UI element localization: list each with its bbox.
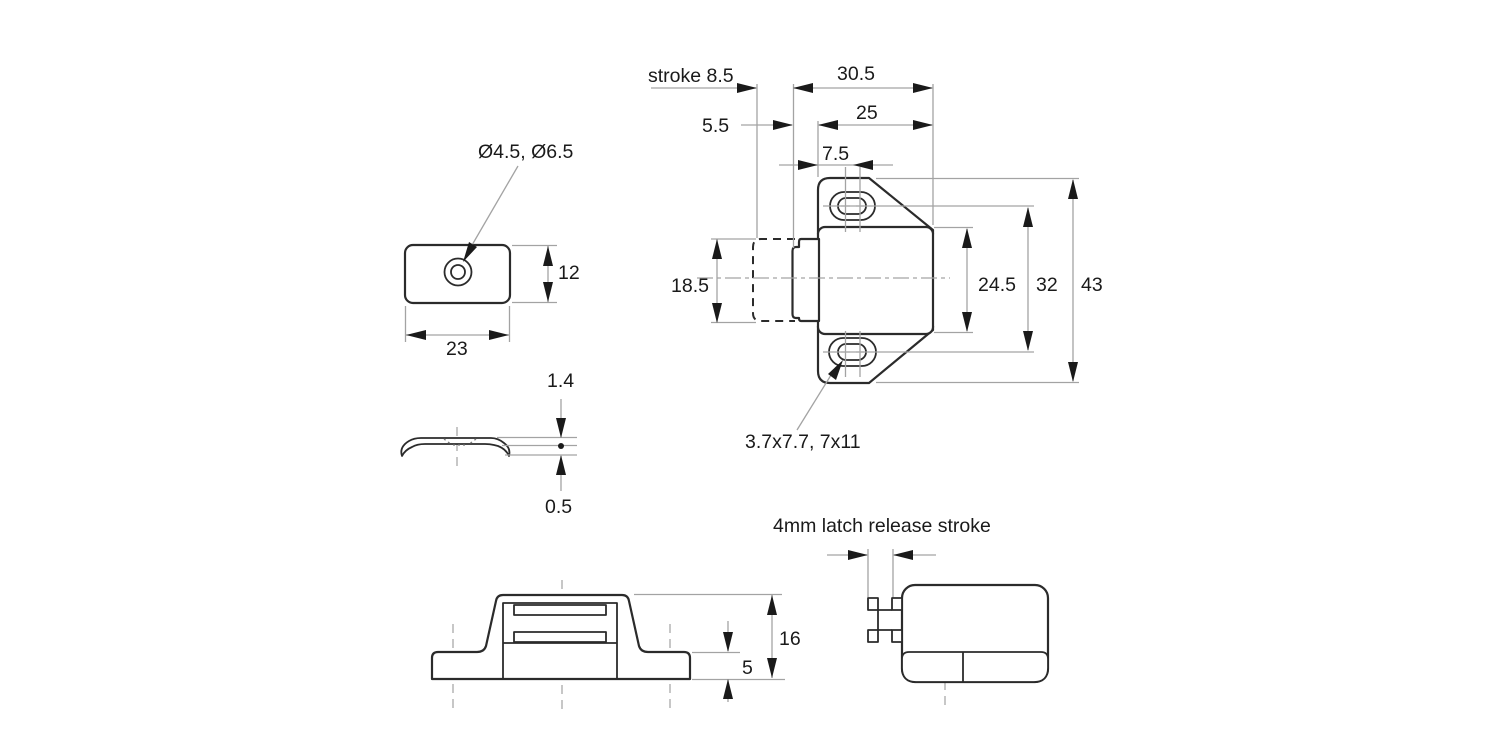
release-arrow-right — [848, 550, 868, 560]
dim-label-thickness: 1.4 — [547, 370, 574, 392]
dim-7-5-arrow-left — [853, 160, 873, 170]
dim-label-body-depth: 25 — [856, 102, 878, 124]
plate-side-view: 1.4 0.5 — [400, 370, 577, 518]
latch-side-view: 5 16 — [430, 580, 801, 712]
dim-12-arrow-up — [543, 246, 553, 266]
dim-label-plate-width: 23 — [446, 338, 468, 360]
side-inner-housing — [502, 602, 618, 679]
plunger-tooth-top-right — [891, 597, 903, 611]
dim-18-5-extension-lines — [711, 238, 756, 324]
plate-side-profile — [400, 437, 511, 457]
right-extension-lines — [876, 177, 1079, 384]
dim-23-extension-lines — [404, 306, 511, 342]
dim-label-slot-spacing: 32 — [1036, 274, 1058, 296]
dim-label-stroke: stroke 8.5 — [648, 65, 734, 87]
dim-12-extension-lines — [512, 244, 557, 304]
dim-5-arrow-up — [723, 679, 733, 699]
dim-label-plate-height: 12 — [558, 262, 580, 284]
dim-label-slot-sizes: 3.7x7.7, 7x11 — [745, 431, 861, 453]
plunger-tooth-bottom-right — [891, 629, 903, 643]
dim-23-arrow-left — [406, 330, 426, 340]
dim-32-arrow-down — [1023, 331, 1033, 351]
strike-plate-outline — [403, 243, 512, 305]
side-profile-outline — [430, 593, 692, 681]
magnet-bar-bottom — [513, 631, 607, 643]
dim-1-4-arrow-down — [556, 418, 566, 438]
magnet-bar-top — [513, 604, 607, 616]
dim-label-base-height: 5 — [742, 657, 753, 679]
dim-30-5-arrow-left — [793, 83, 813, 93]
dim-16-arrow-down — [767, 658, 777, 678]
plunger-web — [877, 609, 892, 631]
dim-43-arrow-up — [1068, 179, 1078, 199]
dim-12-arrow-down — [543, 282, 553, 302]
dim-0-5-arrow-up — [556, 455, 566, 475]
hole-leader-line — [467, 165, 519, 253]
dim-30-5-arrow-right — [913, 83, 933, 93]
plunger-tooth-top-left — [867, 597, 879, 611]
plate-top-view: Ø4.5, Ø6.5 12 23 — [403, 141, 580, 360]
release-base-band — [901, 651, 1049, 683]
latch-front-view: stroke 8.5 30.5 5.5 25 7.5 18.5 24.5 — [648, 63, 1103, 453]
dim-16-arrow-up — [767, 595, 777, 615]
dim-24-5-arrow-up — [962, 228, 972, 248]
dim-5-arrow-down — [723, 632, 733, 652]
dim-label-protrusion: 5.5 — [702, 115, 729, 137]
dim-5-5-arrow — [773, 120, 793, 130]
hole-leader-arrow — [463, 242, 477, 262]
dim-18-5-arrow-up — [712, 239, 722, 259]
top-slot-extension-lines — [844, 167, 861, 232]
dim-43-arrow-down — [1068, 362, 1078, 382]
latch-body-outline — [816, 225, 935, 336]
dim-5-extension-lines — [692, 651, 785, 681]
plunger-extended-dashed — [752, 238, 795, 322]
dim-stroke-arrow — [737, 83, 757, 93]
dim-23-arrow-right — [489, 330, 509, 340]
plate-hole-inner — [450, 264, 466, 280]
release-arrow-left — [893, 550, 913, 560]
dim-label-body-height: 24.5 — [978, 274, 1016, 296]
dim-24-5-arrow-down — [962, 312, 972, 332]
dim-label-plunger-height: 18.5 — [671, 275, 709, 297]
countersink-hidden-lines — [443, 438, 477, 446]
dim-25-arrow-right — [913, 120, 933, 130]
slot-leader-arrow — [828, 360, 843, 380]
dim-25-arrow-left — [818, 120, 838, 130]
dim-label-slot-offset: 7.5 — [822, 143, 849, 165]
plunger-tooth-bottom-left — [867, 629, 879, 643]
slot-leader-line — [796, 366, 837, 431]
dim-label-depth-overall: 30.5 — [837, 63, 875, 85]
dim-7-5-arrow-right — [798, 160, 818, 170]
release-stroke-caption: 4mm latch release stroke — [773, 515, 991, 537]
plunger-retracted — [791, 237, 821, 323]
bottom-slot-extension-lines — [844, 331, 861, 377]
latch-release-view: 4mm latch release stroke — [773, 515, 1050, 707]
dim-18-5-arrow-down — [712, 303, 722, 323]
dim-reference-dot — [558, 443, 564, 449]
dim-thickness-extension-lines — [497, 436, 577, 456]
plate-hole-outer — [443, 257, 473, 287]
dim-label-total-height: 16 — [779, 628, 801, 650]
top-extension-lines — [756, 84, 934, 248]
dim-label-hole-diameters: Ø4.5, Ø6.5 — [478, 141, 574, 163]
dim-32-arrow-up — [1023, 207, 1033, 227]
dim-label-overall-height: 43 — [1081, 274, 1103, 296]
dim-label-dish-depth: 0.5 — [545, 496, 572, 518]
